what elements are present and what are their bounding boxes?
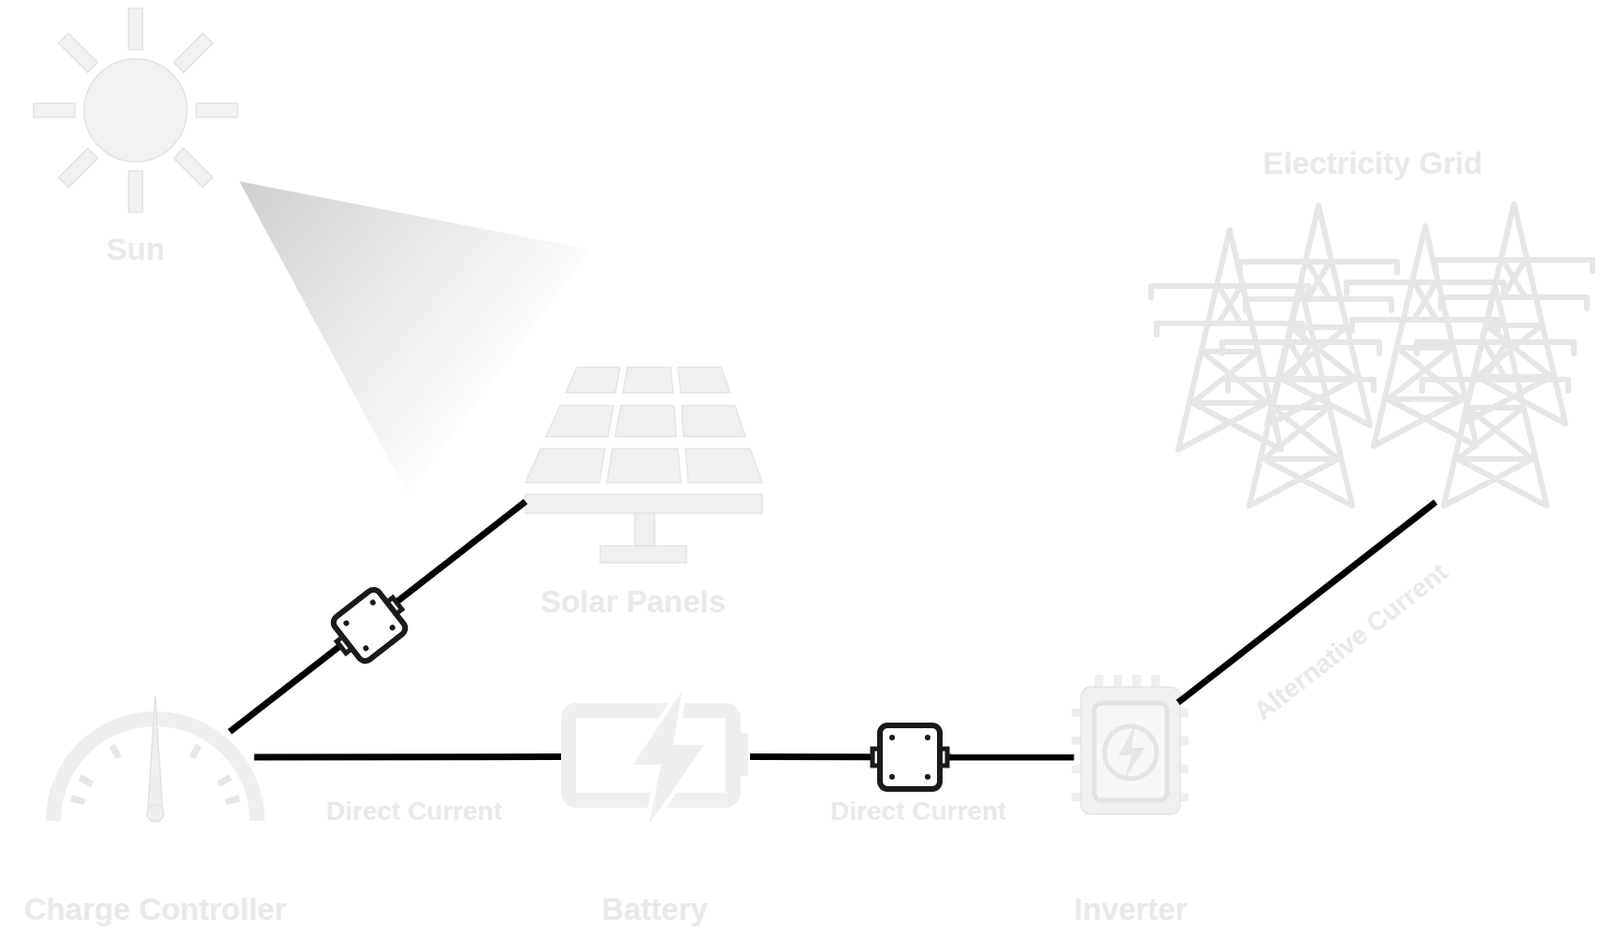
wire-connector <box>230 502 526 733</box>
solar-panel-icon <box>525 367 763 563</box>
junction-screw <box>924 774 931 780</box>
inverter-body <box>1081 687 1181 815</box>
node-label: Sun <box>106 232 165 267</box>
inverter-face <box>1094 703 1168 801</box>
junction-screw <box>342 619 350 627</box>
junction-screw <box>924 735 931 741</box>
sun-ray <box>58 148 99 188</box>
sun-node: Sun <box>33 8 238 213</box>
battery-node: Battery <box>561 691 750 825</box>
junction-box <box>872 725 948 790</box>
battery-icon <box>568 691 749 825</box>
sun-ray <box>33 103 75 118</box>
sun-ray <box>129 8 144 50</box>
pylon-group <box>1151 203 1593 506</box>
edge-label: Direct Current <box>830 796 1007 826</box>
edge-label: Alternative Current <box>1249 558 1455 727</box>
junction-screw <box>388 623 396 632</box>
charge-controller-node: Charge Controller <box>45 693 268 822</box>
panel-cell <box>546 405 614 437</box>
gauge-hub <box>146 805 164 822</box>
panel-stem <box>634 513 655 547</box>
battery-terminal <box>733 733 749 777</box>
sun-icon <box>33 8 238 213</box>
panel-cell <box>677 367 731 393</box>
sun-disc <box>84 58 188 162</box>
sun-ray <box>58 33 99 73</box>
junction-screw <box>889 774 895 780</box>
gauge-needle <box>147 696 163 814</box>
wire-connector <box>254 753 562 761</box>
panel-cell <box>565 367 620 393</box>
junction-body <box>879 725 940 790</box>
node-label: Battery <box>601 893 708 927</box>
inverter-bolt <box>1118 724 1145 781</box>
panel-cell <box>525 448 606 483</box>
inverter-icon <box>1071 675 1189 815</box>
panel-cell <box>606 448 681 483</box>
junction-screw <box>889 735 895 741</box>
sun-ray <box>173 148 214 188</box>
panel-cell <box>615 405 677 437</box>
junction-screw <box>361 644 370 652</box>
solar-panel-node: Solar Panels <box>525 365 763 563</box>
gauge-icon <box>53 696 258 822</box>
node-label: Inverter <box>1073 893 1187 927</box>
pylon-icon <box>1222 286 1380 506</box>
panel-foot <box>600 546 687 563</box>
panel-cell <box>622 367 674 393</box>
sun-ray <box>129 171 144 213</box>
connector-layer <box>230 502 1436 758</box>
panel-cell <box>681 405 746 437</box>
panel-frame <box>525 494 763 514</box>
light-beam <box>239 181 591 495</box>
junction-box <box>324 582 415 669</box>
inverter-node: Inverter <box>1071 673 1189 822</box>
sun-ray <box>196 103 238 118</box>
grid-node: Electricity Grid <box>1148 201 1598 507</box>
junction-screw <box>369 598 377 606</box>
node-label: Charge Controller <box>24 893 288 927</box>
sun-ray <box>173 33 214 73</box>
battery-bolt <box>633 691 705 825</box>
pylon-icon <box>1416 286 1574 506</box>
node-label: Electricity Grid <box>1263 146 1484 181</box>
panel-cell <box>685 448 763 483</box>
junction-body <box>331 587 409 665</box>
edge-label: Direct Current <box>326 796 503 826</box>
node-label: Solar Panels <box>540 585 726 620</box>
